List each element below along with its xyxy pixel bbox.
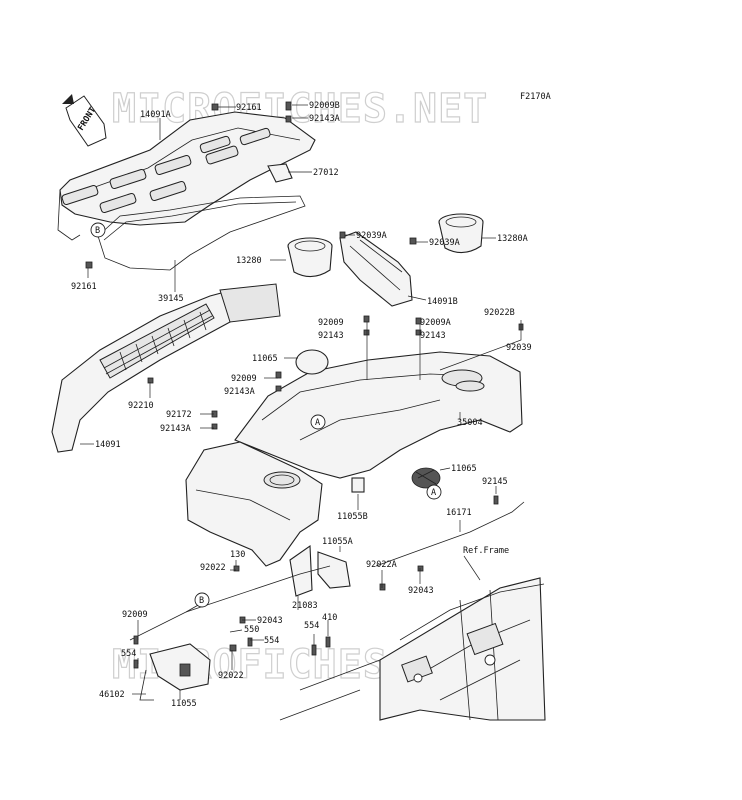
- svg-text:A: A: [315, 418, 320, 428]
- part-label: 92009A: [420, 318, 451, 328]
- part-label: 554: [264, 636, 279, 646]
- part-label: 92039A: [429, 238, 460, 248]
- bolt-icon: [285, 101, 292, 111]
- front-arrow-icon: FRONT: [62, 94, 107, 147]
- part-label: 14091B: [427, 297, 458, 307]
- part-label: 14091A: [140, 110, 171, 120]
- part-label: 92172: [166, 410, 192, 420]
- part-label: 92143A: [160, 424, 191, 434]
- bracket-a-part: [317, 551, 351, 589]
- part-label: 11055: [171, 699, 197, 709]
- part-label: 13280: [236, 256, 262, 266]
- cup-holder-right: [438, 213, 484, 254]
- bracket-part: [267, 163, 293, 183]
- cup-holder-left: [287, 237, 333, 278]
- part-label: 92022B: [484, 308, 515, 318]
- part-label: 11065: [451, 464, 477, 474]
- fastener-icons: [133, 231, 524, 669]
- part-label: 554: [304, 621, 319, 631]
- part-label: 11065: [252, 354, 278, 364]
- roof-part: [57, 111, 316, 241]
- part-label: 13280A: [497, 234, 528, 244]
- clip-icon: [85, 261, 93, 269]
- wire-part: [139, 669, 154, 701]
- seal-part: [97, 195, 306, 271]
- part-label: 92210: [128, 401, 154, 411]
- part-label: 39145: [158, 294, 184, 304]
- part-label: 92143A: [309, 114, 340, 124]
- figure-code: F2170A: [520, 92, 551, 102]
- part-label: 92043: [408, 586, 434, 596]
- part-label: 92009: [231, 374, 257, 384]
- part-label: 92022: [218, 671, 244, 681]
- cable-part: [375, 501, 525, 567]
- callout-b-lower: B: [194, 592, 210, 608]
- part-label: 92009: [318, 318, 344, 328]
- grille-part: [51, 283, 281, 453]
- svg-text:A: A: [431, 488, 436, 498]
- part-label: 92143: [318, 331, 344, 341]
- part-label: 92161: [71, 282, 97, 292]
- part-label: 92009: [122, 610, 148, 620]
- part-label: 92145: [482, 477, 508, 487]
- part-label: 14091: [95, 440, 121, 450]
- part-label: 11055B: [337, 512, 368, 522]
- rod-part: [185, 565, 331, 613]
- part-label: 92043: [257, 616, 283, 626]
- part-label: 92161: [236, 103, 262, 113]
- part-label: 92039A: [356, 231, 387, 241]
- part-label: 92143A: [224, 387, 255, 397]
- nut-icon: [285, 115, 292, 123]
- part-label: 410: [322, 613, 337, 623]
- part-label: 92022: [200, 563, 226, 573]
- part-label: 35004: [457, 418, 483, 428]
- part-label: 92039: [506, 343, 532, 353]
- part-labels: 92161 92009B 92143A 14091A 27012 92161 3…: [71, 101, 532, 709]
- part-label: 92009B: [309, 101, 340, 111]
- ref-frame-label: Ref.Frame: [463, 546, 509, 556]
- svg-text:B: B: [95, 226, 100, 236]
- frame-part: [279, 577, 546, 721]
- cover-oval-part: [295, 349, 329, 375]
- callout-a-body: A: [310, 414, 326, 430]
- part-label: 92022A: [366, 560, 397, 570]
- part-label: 550: [244, 625, 259, 635]
- part-label: 130: [230, 550, 245, 560]
- bracket-b-part: [351, 477, 365, 493]
- mount-part: [289, 544, 313, 597]
- callout-b-top: B: [90, 222, 106, 238]
- dash-body-part: [234, 351, 523, 479]
- watermark-top: MICROFICHES.NET: [112, 86, 488, 132]
- leader-lines: [80, 104, 522, 700]
- part-label: 11055A: [322, 537, 353, 547]
- part-label: 16171: [446, 508, 472, 518]
- lower-body-part: [185, 441, 323, 567]
- part-label: 27012: [313, 168, 339, 178]
- clip-icon: [211, 103, 219, 111]
- part-label: 21083: [292, 601, 318, 611]
- callout-a-speaker: A: [426, 484, 442, 500]
- part-label: 92143: [420, 331, 446, 341]
- svg-text:B: B: [199, 596, 204, 606]
- part-label: 554: [121, 649, 136, 659]
- part-label: 46102: [99, 690, 125, 700]
